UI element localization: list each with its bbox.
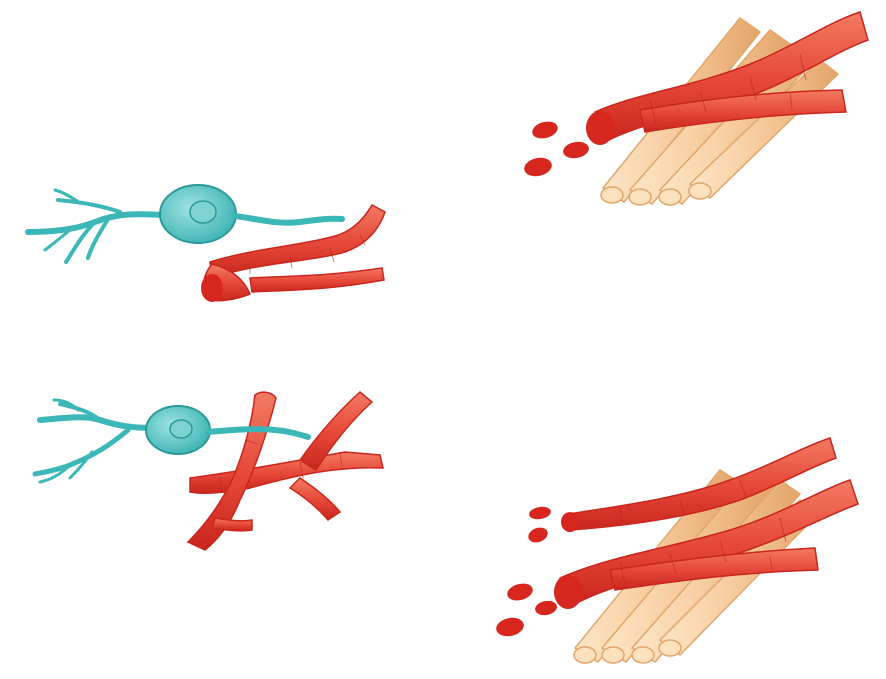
vessel-opening bbox=[586, 111, 614, 145]
vessel-opening bbox=[554, 575, 582, 609]
vessel-opening bbox=[561, 512, 579, 532]
neuron-axon bbox=[234, 216, 342, 223]
panel-bottom-right bbox=[494, 438, 858, 663]
neuron-dendrites bbox=[28, 190, 165, 262]
neuron-dendrites bbox=[35, 400, 150, 482]
blood-cells-bottom bbox=[494, 505, 558, 639]
panel-bottom-left bbox=[35, 392, 383, 550]
branching-vessels-bottom bbox=[188, 392, 383, 550]
neuron-nucleus bbox=[170, 420, 192, 438]
blood-cells-top bbox=[522, 119, 590, 179]
panel-top-right bbox=[522, 12, 868, 205]
vessel-opening bbox=[201, 274, 223, 302]
neuron-nucleus bbox=[190, 201, 216, 223]
panel-top-left bbox=[28, 185, 385, 302]
